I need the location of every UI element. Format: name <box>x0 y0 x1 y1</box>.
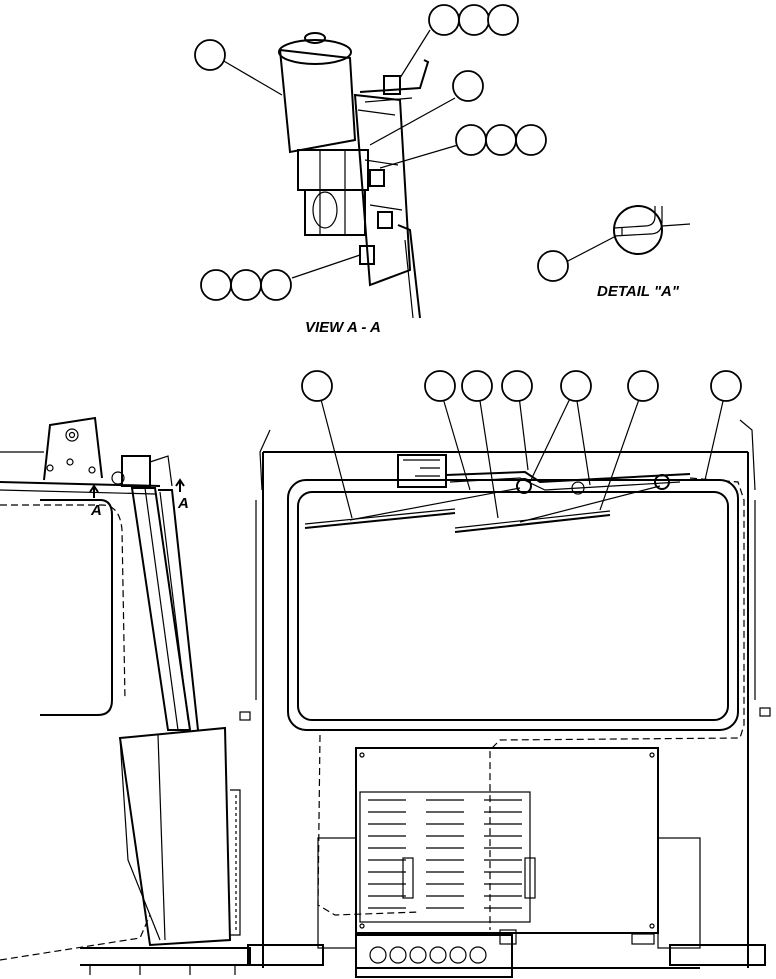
access-panel <box>355 747 659 934</box>
callout-bubble <box>537 250 569 282</box>
section-mark-a-2: A <box>177 495 189 512</box>
windshield-inner <box>297 491 729 721</box>
section-mark-a-1: A <box>90 502 102 519</box>
wiper-pivot-left <box>516 478 532 494</box>
callout-bubble <box>710 370 742 402</box>
vent-grille <box>359 791 531 923</box>
callout-bubble <box>200 269 232 301</box>
mount-tab <box>43 416 103 481</box>
callout-bubble <box>487 4 519 36</box>
cab-base <box>80 947 251 966</box>
bolt <box>377 211 393 229</box>
foot-left <box>247 944 324 966</box>
callout-bubble <box>515 124 547 156</box>
callout-bubble <box>461 370 493 402</box>
bolt <box>383 75 401 95</box>
motor-body <box>278 48 357 154</box>
wiper-motor-side <box>121 455 151 487</box>
foot-right <box>669 944 766 966</box>
callout-bubble <box>230 269 262 301</box>
cab-front-view <box>239 370 771 978</box>
callout-bubble <box>301 370 333 402</box>
callout-bubble <box>627 370 659 402</box>
cab-pillar <box>130 487 192 731</box>
view-aa-motor-assembly: VIEW A - A <box>194 4 547 336</box>
callout-bubble <box>560 370 592 402</box>
detail-a: DETAIL "A" <box>537 205 691 300</box>
windshield-outer <box>287 479 739 731</box>
top-mount-bracket <box>359 59 430 93</box>
gearbox-upper <box>297 149 369 191</box>
lower-housing <box>118 726 232 947</box>
callout-bubble <box>485 124 517 156</box>
linkage-rod <box>397 224 421 319</box>
vent-louvers <box>368 799 522 909</box>
callout-bubble <box>194 39 226 71</box>
wiper-blade-right <box>454 514 611 533</box>
connector-pins <box>369 946 487 964</box>
callout-bubble <box>452 70 484 102</box>
callout-bubble <box>501 370 533 402</box>
detail-circle <box>613 205 663 255</box>
wiper-blade-left <box>304 512 456 529</box>
view-aa-label: VIEW A - A <box>305 319 381 336</box>
wiper-pivot-right <box>654 474 670 490</box>
callout-bubble <box>455 124 487 156</box>
cab-side-view: A A <box>0 416 251 975</box>
wiper-motor <box>397 454 447 488</box>
motor-cap <box>304 32 326 44</box>
callout-bubble <box>458 4 490 36</box>
callout-bubble <box>260 269 292 301</box>
side-window <box>40 499 113 716</box>
detail-a-label: DETAIL "A" <box>597 283 680 300</box>
callout-bubble <box>424 370 456 402</box>
motor-top <box>278 39 352 65</box>
bolt <box>369 169 385 187</box>
connector-strip <box>355 934 513 978</box>
gearbox-lower <box>304 189 366 236</box>
callout-bubble <box>428 4 460 36</box>
